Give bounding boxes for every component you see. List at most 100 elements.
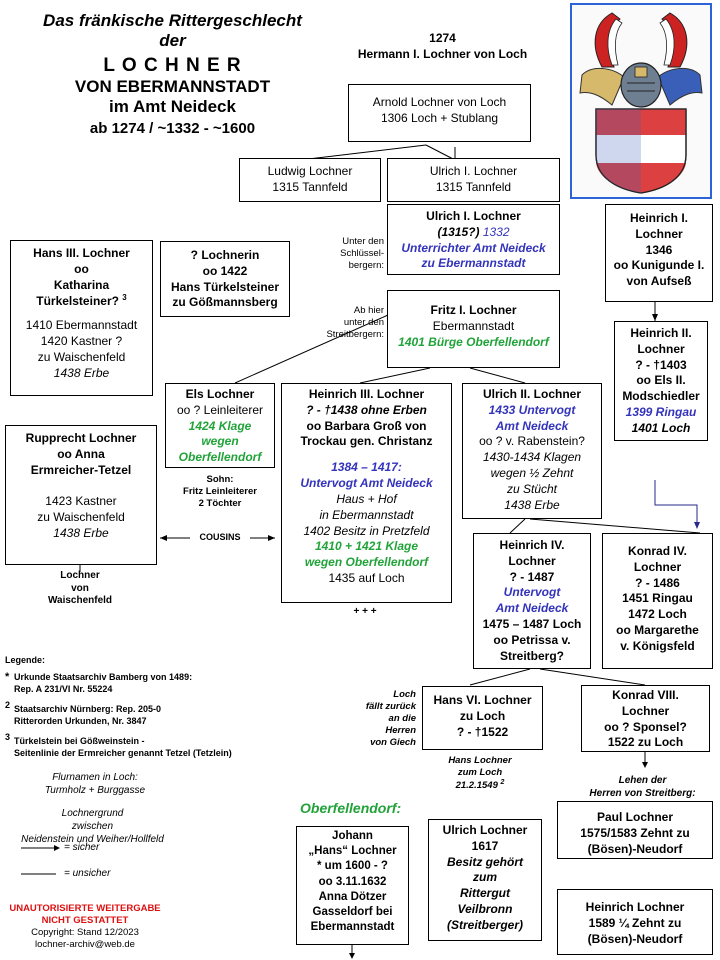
person-ulrich-1-unterrichter: Ulrich I. Lochner (1315?) 1332 Unterrich… [387,204,560,275]
konrad4-l4: 1451 Ringau [622,591,693,606]
fritz-buerge: 1401 Bürge Oberfellendorf [398,334,549,349]
ludwig-name: Ludwig Lochner [267,164,353,178]
continuation-marker: + + + [353,606,377,617]
title-line5: im Amt Neideck [109,97,236,116]
legend-s2b: Ritterorden Urkunden, Nr. 3847 [14,715,147,726]
heinrich3-l1: Heinrich III. Lochner [308,387,425,401]
hans3-sup: 3 [122,293,127,303]
legend-flur2: Turmholz + Burggasse [44,785,146,796]
heinrich3-l3: oo Barbara Groß von [306,418,427,433]
ulrichl-l1: Ulrich Lochner [442,823,528,837]
hans6-l1: Hans VI. Lochner [433,693,532,707]
title-line6: ab 1274 / ~1332 - ~1600 [89,120,256,137]
heinrich3-l8: 1435 auf Loch [328,571,405,586]
note-loch-1: Loch [393,689,416,700]
title-line3: L O C H N E R [103,55,242,76]
heinrich3-g2: wegen Oberfellendorf [304,555,429,570]
footer-warning-1: UNAUTORISIERTE WEITERGABE [9,903,161,914]
hans3-l8: 1438 Erbe [53,365,110,380]
ulrichl-l6: (Streitberger) [446,917,523,932]
rupprecht-l1: Rupprecht Lochner [25,431,137,445]
heinrich3-l5: Haus + Hof [336,491,397,506]
heinrich2-l4: oo Els II. [636,373,686,388]
johann-l7: Ebermannstadt [310,921,395,934]
hans3-l2: oo [74,261,89,276]
els-g1: 1424 Klage [188,418,252,433]
konrad4-l1: Konrad IV. [628,544,687,558]
note-streitberg-2: unter den [343,316,384,328]
title-line4: VON EBERMANNSTADT [74,77,271,96]
hans3-l1: Hans III. Lochner [33,246,130,260]
heinrichL-l1: Heinrich Lochner [585,900,685,914]
johann-l1: Johann [332,830,373,842]
heinrich1-l3: 1346 [645,242,673,257]
johann-l2: „Hans“ Lochner [308,845,397,858]
root-year: 1274 [429,31,456,45]
johann-l6: Gasseldorf bei [312,905,393,918]
note-lehen-1: Lehen der [618,775,667,786]
johann-l4: oo 3.11.1632 [318,875,387,888]
els-l1: Els Lochner [185,387,255,401]
person-paul-lochner: Paul Lochner 1575/1583 Zehnt zu (Bösen)-… [557,801,713,859]
legend-grund2: zwischen [71,821,114,832]
ulrich2-b1: 1433 Untervogt [488,402,576,417]
heinrichL-l2: 1589 ¼ Zehnt zu [588,915,682,930]
ludwig-info: 1315 Tannfeld [272,179,348,194]
lochnerin-l2: oo 1422 [202,263,248,278]
ulrichl-l5: Rittergut Veilbronn [457,886,513,917]
legend-flurnamen: Flurnamen in Loch: Turmholz + Burggasse [20,771,170,797]
note-waisch-3: Waischenfeld [47,595,113,606]
konrad8-l3: oo ? Sponsel? [604,719,687,734]
paul-l3: (Bösen)-Neudorf [587,841,683,856]
ulrich1b-year2: 1332 [482,224,510,239]
heinrich3-l2: ? - †1438 ohne Erben [306,402,427,417]
heinrich4-l6: Streitberg? [499,648,564,663]
person-heinrich-2-lochner: Heinrich II. Lochner ? - †1403 oo Els II… [614,321,708,441]
person-hans-3-lochner: Hans III. Lochner oo Katharina Türkelste… [10,240,153,396]
heinrich1-l1: Heinrich I. [629,211,688,225]
heinrich1-l4: oo Kunigunde I. [613,258,705,273]
heinrich4-l1: Heinrich IV. [499,538,565,552]
legend-s3b: Seitenlinie der Ermreicher genannt Tetze… [14,747,232,758]
heinrich2-l6: 1399 Ringau [625,405,697,420]
ulrich2-l6: 1438 Erbe [504,497,560,512]
note-hans-3: 21.2.1549 [455,779,498,791]
heinrich4-l4: 1475 – 1487 Loch [482,617,582,632]
konrad4-l5: 1472 Loch [628,607,687,622]
fritz-name: Fritz I. Lochner [430,303,517,317]
legend-source-2: Staatsarchiv Nürnberg: Rep. 205-0 Ritter… [14,704,161,727]
person-konrad-4-lochner: Konrad IV. Lochner ? - 1486 1451 Ringau … [602,533,713,669]
hans3-l5: 1410 Ebermannstadt [25,318,138,333]
footer: UNAUTORISIERTE WEITERGABE NICHT GESTATTE… [5,903,165,951]
fritz-place: Ebermannstadt [432,318,515,333]
person-heinrich-4-lochner: Heinrich IV. Lochner ? - 1487 Untervogt … [473,533,591,669]
person-hans-6-lochner: Hans VI. Lochner zu Loch ? - †1522 [422,686,543,750]
note-sohn-1: Sohn: [206,474,234,485]
ulrichl-l3: Besitz gehört [446,854,523,869]
cousins-label: COUSINS [190,532,250,542]
legend-marker-1: * [5,671,10,683]
konrad8-l1: Konrad VIII. [612,688,679,702]
heinrich3-l7: 1402 Besitz in Pretzfeld [303,523,430,538]
lochnerin-l1: ? Lochnerin [190,248,260,262]
lochnerin-l4: zu Gößmannsberg [172,295,278,310]
note-sohn-3: 2 Töchter [198,497,242,509]
person-fritz-1-lochner: Fritz I. Lochner Ebermannstadt 1401 Bürg… [387,290,560,368]
hans6-l3: ? - †1522 [456,724,509,739]
note-streitberg: Ab hier unter den Streitbergern: [322,305,384,341]
legend-lochnergrund: Lochnergrund zwischen Neidenstein und We… [5,807,180,846]
heinrich3-l4: Trockau gen. Christanz [300,434,433,449]
heinrich2-l2: Lochner [637,341,685,356]
rupprecht-l6: 1438 Erbe [53,526,109,541]
legend-title: Legende: [5,655,46,665]
paul-l1: Paul Lochner [596,810,673,824]
legend-grund3: Neidenstein und Weiher/Hollfeld [21,834,164,845]
legend-unsicher: = unsicher [64,868,111,879]
arnold-info: 1306 Loch + Stublang [380,110,499,125]
konrad4-l6: oo Margarethe [616,623,699,638]
page-title: Das fränkische Rittergeschlecht der L O … [15,11,330,137]
ulrich1b-office: Unterrichter Amt Neideck [401,240,546,255]
person-ulrich-2-lochner: Ulrich II. Lochner 1433 Untervogt Amt Ne… [462,383,602,519]
heinrich2-l7: 1401 Loch [631,420,691,435]
note-lehen-streitberg: Lehen der Herren von Streitberg: [570,775,715,800]
